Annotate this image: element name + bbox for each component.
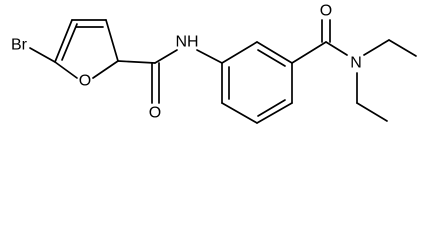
bond-o-c5 xyxy=(54,61,78,79)
molecule-structure: Br O O NH O N xyxy=(11,3,417,124)
bonds xyxy=(29,19,417,124)
bond-ethyl2-a-b xyxy=(356,102,388,122)
bond-ring-2-3-inner xyxy=(257,49,286,67)
bond-ring-4-5-inner xyxy=(257,99,286,117)
bond-ring-2-3 xyxy=(256,41,293,64)
bond-ring-carbonyl2 xyxy=(291,41,327,64)
bond-carbonyl1-n xyxy=(154,49,178,64)
bond-c5-c4-double xyxy=(61,23,78,61)
atom-br: Br xyxy=(11,37,28,54)
bond-c2-o xyxy=(92,60,119,79)
bond-ring-5-6 xyxy=(221,102,258,124)
bond-n-ethyl1-a xyxy=(363,39,390,56)
bond-c2-carbonyl xyxy=(117,60,156,64)
bond-ring-1-2 xyxy=(221,41,258,64)
bond-ethyl1-a-b xyxy=(388,39,417,57)
bond-c5-c4 xyxy=(54,19,73,63)
atom-o-furan: O xyxy=(79,73,91,90)
bond-n-ring xyxy=(196,49,223,64)
atom-labels: Br O O NH O N xyxy=(11,3,362,122)
atom-n-amide-2: N xyxy=(350,55,362,72)
atom-o-amide-2: O xyxy=(320,3,332,20)
atom-n-amide-1: NH xyxy=(175,34,198,51)
bond-ring-4-5 xyxy=(256,102,293,124)
bond-c3-c2 xyxy=(105,19,119,62)
atom-o-amide-1: O xyxy=(149,105,161,122)
bond-carbonyl2-n xyxy=(325,41,348,56)
bond-c5-br xyxy=(29,47,56,63)
